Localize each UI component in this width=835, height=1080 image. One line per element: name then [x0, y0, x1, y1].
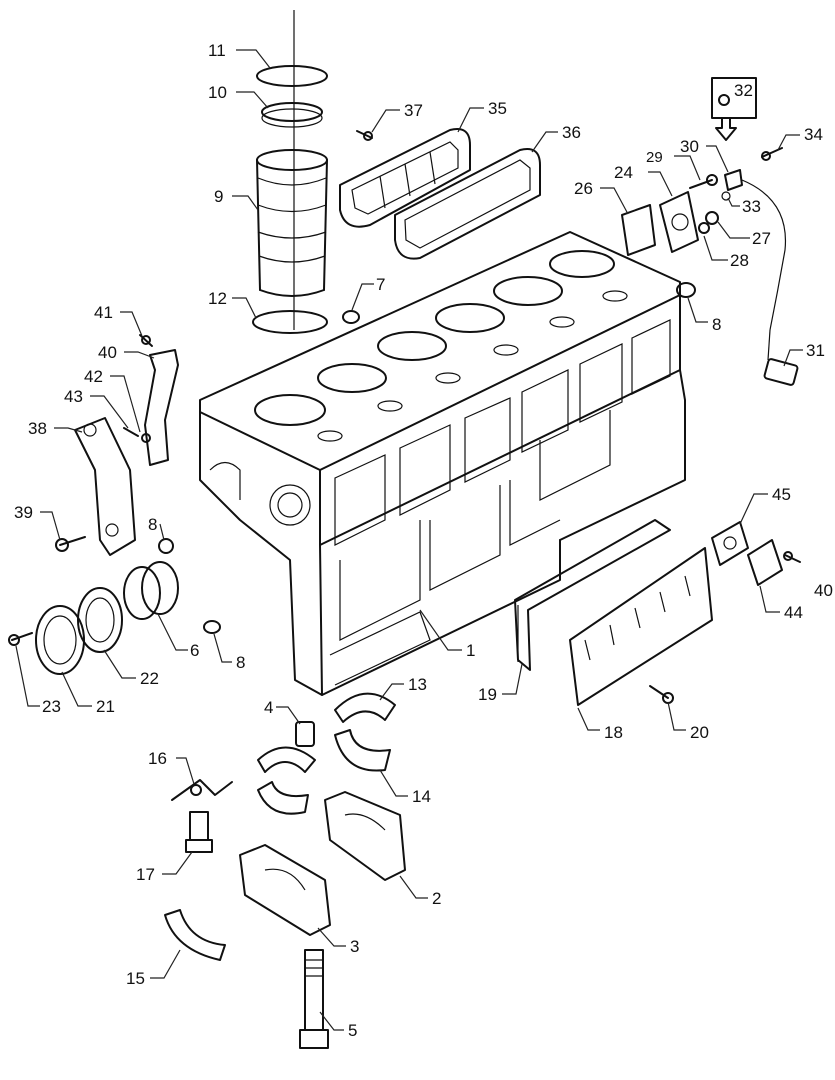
callout-40-right: 40	[814, 581, 833, 600]
callout-26: 26	[574, 179, 593, 198]
callout-35: 35	[488, 99, 507, 118]
callout-37: 37	[404, 101, 423, 120]
callout-17: 17	[136, 865, 155, 884]
callout-9: 9	[214, 187, 223, 206]
callout-15: 15	[126, 969, 145, 988]
part-6-bushing	[123, 561, 179, 620]
callout-5: 5	[348, 1021, 357, 1040]
callout-27: 27	[752, 229, 771, 248]
callout-24: 24	[614, 163, 633, 182]
part-28-nut	[698, 222, 710, 234]
part-21-cover	[35, 605, 85, 675]
part-11-oring	[256, 65, 328, 87]
part-30-sensor	[724, 169, 787, 331]
part-38-plate	[74, 417, 136, 556]
callout-10: 10	[208, 83, 227, 102]
callout-6: 6	[190, 641, 199, 660]
callout-32: 32	[734, 81, 753, 100]
callout-13: 13	[408, 675, 427, 694]
part-8-plug-top	[676, 282, 696, 298]
part-31-connector	[763, 329, 799, 386]
callout-8-bottom: 8	[236, 653, 245, 672]
part-13-bearing-shell	[334, 692, 396, 723]
part-27-washer	[705, 211, 719, 225]
part-43-stud	[123, 427, 139, 437]
callout-7: 7	[376, 275, 385, 294]
part-1-engine-block	[199, 231, 686, 696]
part-5-bolt	[299, 949, 329, 1049]
part-19-gasket	[514, 519, 671, 671]
part-44-cover	[747, 539, 783, 586]
part-8-plug-bottom	[203, 620, 221, 634]
part-34-screw	[761, 147, 783, 161]
part-20-bolt	[649, 685, 674, 704]
callout-1: 1	[466, 641, 475, 660]
callout-21: 21	[96, 697, 115, 716]
part-8-plug-left	[158, 538, 174, 554]
part-3-main-cap	[239, 844, 331, 936]
callout-2: 2	[432, 889, 441, 908]
callout-33: 33	[742, 197, 761, 216]
callout-43: 43	[64, 387, 83, 406]
callout-12: 12	[208, 289, 227, 308]
part-32-detail-box	[711, 77, 757, 141]
part-29-bolt	[689, 174, 718, 189]
part-17-bolt	[185, 811, 213, 853]
part-23-screw	[8, 632, 33, 646]
part-24-housing	[659, 191, 699, 253]
callout-18: 18	[604, 723, 623, 742]
part-22-gasket	[77, 587, 123, 653]
callout-29: 29	[646, 149, 663, 166]
callout-44: 44	[784, 603, 803, 622]
part-10-ring	[261, 102, 323, 128]
callout-23: 23	[42, 697, 61, 716]
callout-19: 19	[478, 685, 497, 704]
part-40-bracket	[144, 349, 179, 466]
callout-3: 3	[350, 937, 359, 956]
callout-28: 28	[730, 251, 749, 270]
part-4-dowel	[295, 721, 315, 747]
callout-14: 14	[412, 787, 431, 806]
part-42-washer	[141, 433, 151, 443]
part-36-gasket	[394, 148, 541, 260]
part-18-cover	[569, 547, 713, 706]
part-39-bolt	[55, 536, 86, 552]
part-35-cover	[339, 128, 471, 228]
part-26-gasket	[621, 204, 656, 256]
part-33-oring	[721, 191, 731, 201]
callout-11: 11	[208, 41, 226, 60]
callout-labels: 11 10 9 12 7 37 35 36 26 24 29 30 32 34 …	[14, 41, 833, 1040]
part-9-cylinder-liner	[256, 149, 328, 297]
callout-34: 34	[804, 125, 823, 144]
part-45-gasket	[711, 521, 749, 566]
part-12-oring	[252, 310, 328, 334]
callout-45: 45	[772, 485, 791, 504]
callout-20: 20	[690, 723, 709, 742]
callout-36: 36	[562, 123, 581, 142]
part-16-oil-jet	[171, 779, 233, 801]
callout-42: 42	[84, 367, 103, 386]
callout-8-top: 8	[712, 315, 721, 334]
callout-30: 30	[680, 137, 699, 156]
callout-16: 16	[148, 749, 167, 768]
callout-31: 31	[806, 341, 825, 360]
callout-39: 39	[14, 503, 33, 522]
part-15-thrust-washer	[164, 909, 226, 961]
callout-38: 38	[28, 419, 47, 438]
callout-8-left: 8	[148, 515, 157, 534]
part-7-plug	[342, 310, 360, 324]
leader-lines	[15, 49, 803, 1031]
part-41-screw	[139, 334, 153, 347]
callout-41: 41	[94, 303, 113, 322]
part-37-screw	[356, 130, 373, 141]
callout-22: 22	[140, 669, 159, 688]
callout-4: 4	[264, 698, 273, 717]
part-14-bearing-shell	[257, 729, 391, 815]
callout-40: 40	[98, 343, 117, 362]
part-2-main-cap	[324, 791, 406, 881]
part-40-screw-right	[783, 551, 801, 563]
